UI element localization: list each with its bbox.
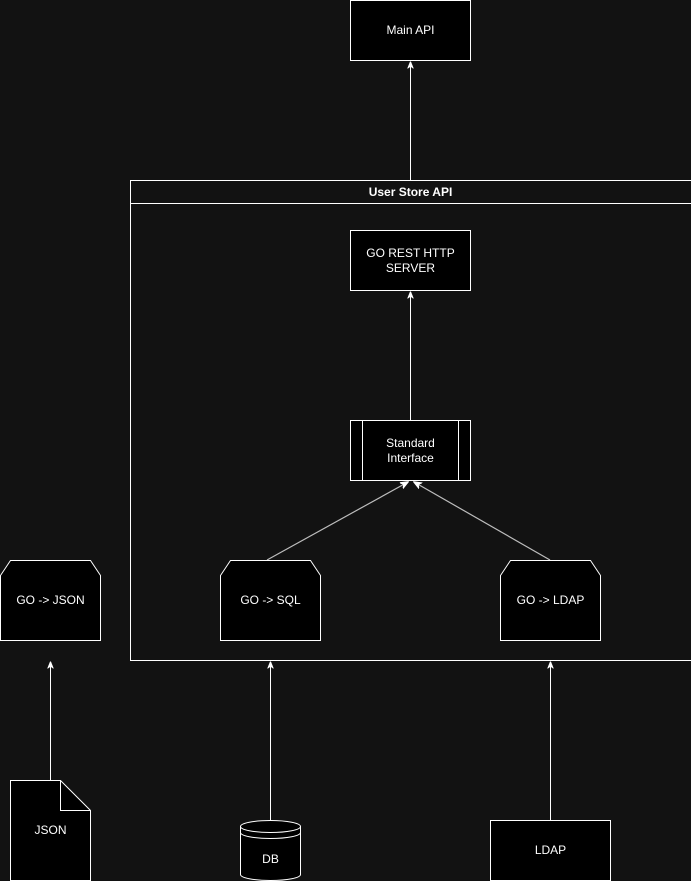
go-ldap-node[interactable]: GO -> LDAP [500, 560, 601, 641]
go-sql-label: GO -> SQL [240, 593, 301, 607]
db-label: DB [262, 852, 279, 866]
rest-server-label-line1: GO REST HTTP [366, 246, 454, 260]
json-file-label: JSON [34, 823, 66, 837]
main-api-node[interactable]: Main API [350, 0, 471, 61]
go-sql-node[interactable]: GO -> SQL [220, 560, 321, 641]
rest-server-node[interactable]: GO REST HTTP SERVER [350, 230, 471, 291]
edge-goldap-to-interface [414, 482, 551, 561]
edge-gosql-to-interface [266, 482, 408, 561]
container-title: User Store API [369, 185, 453, 199]
ldap-label: LDAP [535, 843, 566, 857]
standard-interface-label-line1: Standard [386, 436, 435, 450]
go-json-node[interactable]: GO -> JSON [0, 560, 101, 641]
go-ldap-label: GO -> LDAP [517, 593, 585, 607]
go-json-label: GO -> JSON [16, 593, 84, 607]
standard-interface-node[interactable]: Standard Interface [350, 420, 471, 481]
db-node[interactable]: DB [240, 820, 301, 881]
main-api-label: Main API [386, 23, 434, 37]
ldap-node[interactable]: LDAP [490, 820, 611, 881]
user-store-api-container[interactable]: User Store API [130, 180, 691, 661]
rest-server-label-line2: SERVER [386, 261, 435, 275]
standard-interface-label-line2: Interface [387, 451, 434, 465]
json-file-node[interactable]: JSON [10, 780, 91, 881]
